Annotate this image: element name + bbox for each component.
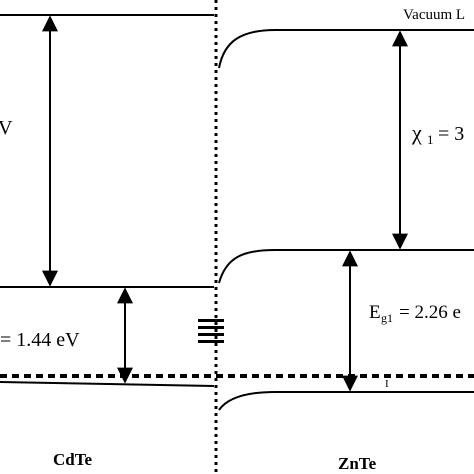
cdte-label: CdTe [53, 450, 93, 469]
znte-gap-label: E g1 = 2.26 e [369, 302, 461, 325]
cdte-valence-band [0, 381, 215, 387]
svg-text:χ: χ [411, 120, 422, 145]
svg-text:1: 1 [427, 132, 434, 147]
small-tick-mark: I [385, 378, 389, 390]
znte-conduction-band [218, 249, 474, 284]
svg-text:= 2.26 e: = 2.26 e [399, 302, 461, 323]
svg-text:= 3: = 3 [438, 123, 464, 145]
svg-text:E: E [369, 302, 381, 323]
cdte-gap-label: = 1.44 eV [0, 329, 80, 351]
znte-vacuum-level [218, 29, 474, 69]
vacuum-level-label: Vacuum L [403, 7, 465, 23]
interface-states [198, 319, 224, 343]
cdte-affinity-label: V [0, 117, 13, 139]
znte-affinity-label: χ 1 = 3 [411, 120, 464, 147]
znte-label: ZnTe [338, 454, 377, 473]
svg-text:g1: g1 [381, 311, 393, 325]
znte-valence-band [218, 391, 474, 411]
